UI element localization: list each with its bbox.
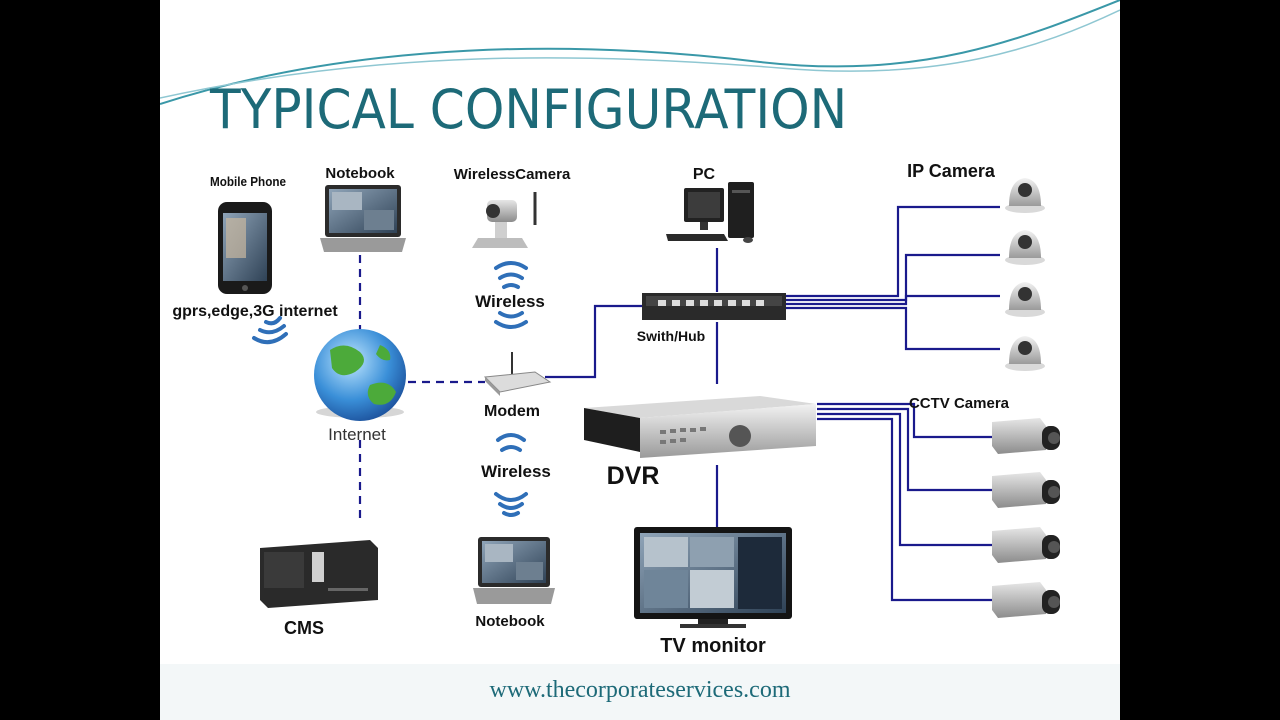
label-modem: Modem [484, 403, 540, 420]
diagram-labels: Mobile Phone Notebook WirelessCamera PC … [172, 161, 1009, 657]
ip-camera-list [1005, 178, 1045, 371]
label-ip-camera: IP Camera [907, 161, 996, 181]
label-pc: PC [693, 166, 716, 183]
wireless-signal-icon [494, 433, 528, 517]
connection-lines [358, 205, 1000, 602]
switch-hub-icon [642, 293, 786, 320]
label-mobile-phone: Mobile Phone [210, 174, 286, 189]
notebook-icon [320, 185, 406, 252]
ip-camera-icon [1005, 230, 1045, 265]
globe-icon [314, 329, 406, 421]
label-wireless-bottom: Wireless [481, 462, 551, 481]
label-dvr: DVR [607, 462, 660, 490]
slide-title: TYPICAL CONFIGURATION [210, 78, 848, 141]
ip-camera-icon [1005, 178, 1045, 213]
label-internet: Internet [328, 425, 386, 444]
network-diagram: Mobile Phone Notebook WirelessCamera PC … [160, 0, 1120, 657]
mobile-phone-icon [218, 202, 272, 294]
modem-icon [483, 352, 552, 396]
wireless-camera-icon [472, 192, 537, 248]
tv-monitor-icon [634, 527, 792, 628]
label-gprs: gprs,edge,3G internet [172, 303, 338, 320]
cctv-camera-icon [992, 418, 1060, 454]
label-cctv-camera: CCTV Camera [909, 395, 1010, 412]
label-tv-monitor: TV monitor [660, 635, 766, 657]
footer-url[interactable]: www.thecorporateservices.com [489, 677, 791, 703]
label-notebook-bottom: Notebook [475, 613, 545, 630]
label-wireless-top: Wireless [475, 292, 545, 311]
label-cms: CMS [284, 618, 324, 638]
header-wave [160, 0, 1120, 105]
label-switch-hub: Swith/Hub [637, 328, 705, 344]
wireless-signal-icon [252, 316, 288, 345]
pc-icon [666, 182, 754, 243]
ip-camera-icon [1005, 336, 1045, 371]
cctv-camera-icon [992, 527, 1060, 563]
wireless-signal-icon [494, 261, 528, 329]
cms-server-icon [260, 540, 378, 608]
cctv-camera-list [992, 418, 1060, 618]
cctv-camera-icon [992, 472, 1060, 508]
label-wireless-camera: WirelessCamera [454, 166, 571, 183]
notebook-icon [473, 537, 555, 604]
dvr-icon [584, 396, 816, 458]
slide: Mobile Phone Notebook WirelessCamera PC … [160, 0, 1120, 720]
footer-band [160, 664, 1120, 720]
label-notebook-top: Notebook [325, 165, 395, 182]
ip-camera-icon [1005, 282, 1045, 317]
cctv-camera-icon [992, 582, 1060, 618]
